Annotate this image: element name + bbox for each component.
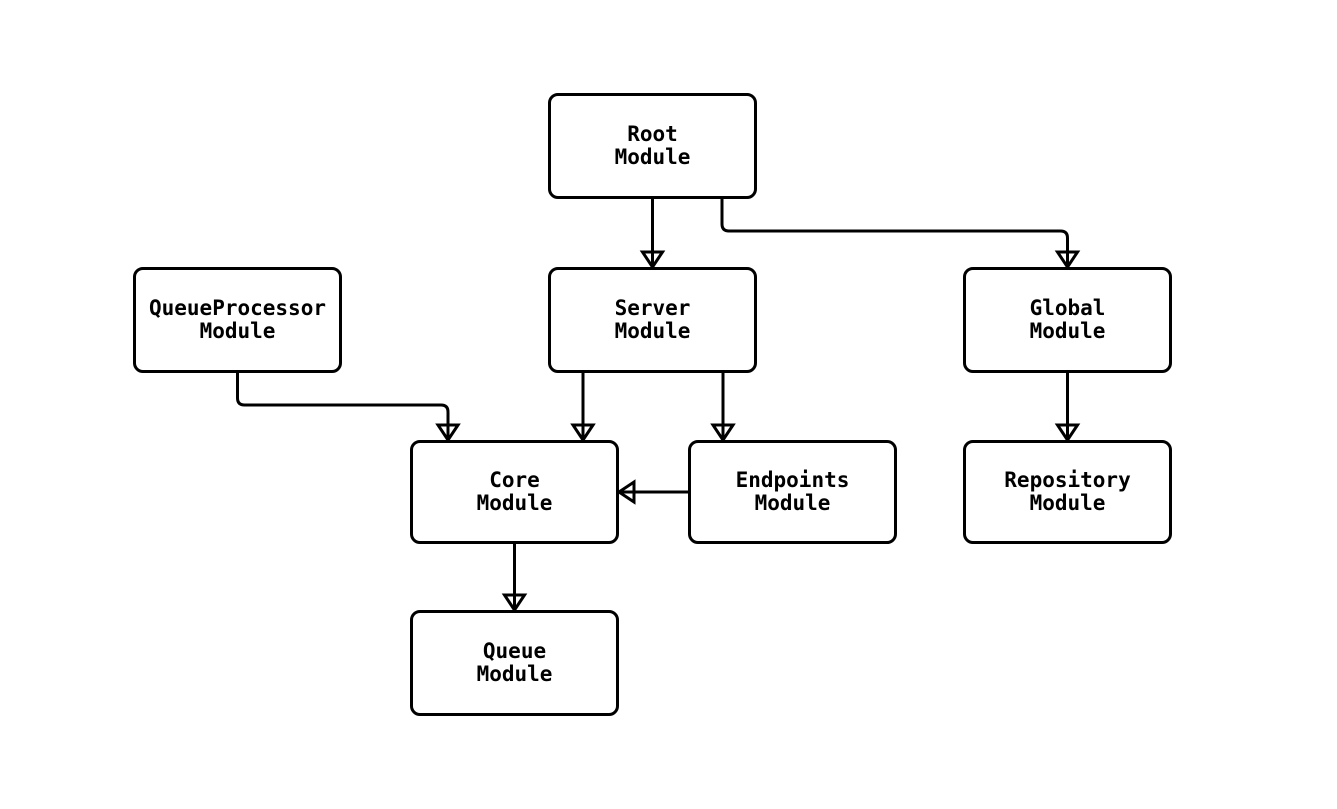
node-label-line2: Module — [614, 319, 691, 343]
node-label-line1: Root — [627, 122, 678, 146]
node-label-line2: Module — [199, 319, 276, 343]
node-label-line1: QueueProcessor — [148, 296, 326, 320]
node-server-module: Server Module — [548, 267, 757, 373]
node-label-line2: Module — [614, 145, 691, 169]
edge-root-to-global — [720, 199, 1081, 270]
node-label-line2: Module — [754, 491, 831, 515]
node-label-line2: Module — [1029, 319, 1106, 343]
node-root-module: Root Module — [548, 93, 757, 199]
node-label-line1: Global — [1029, 296, 1106, 320]
node-queueprocessor-module: QueueProcessor Module — [133, 267, 342, 373]
node-label-line1: Endpoints — [735, 468, 850, 492]
node-label-line2: Module — [476, 491, 553, 515]
node-label-line1: Repository — [1004, 468, 1131, 492]
node-core-module: Core Module — [410, 440, 619, 544]
node-label-line1: Queue — [482, 639, 547, 663]
node-label-line1: Server — [614, 296, 691, 320]
node-global-module: Global Module — [963, 267, 1172, 373]
node-label-line2: Module — [476, 662, 553, 686]
node-label-line2: Module — [1029, 491, 1106, 515]
edge-queueprocessor-to-core — [236, 373, 461, 443]
node-queue-module: Queue Module — [410, 610, 619, 716]
node-endpoints-module: Endpoints Module — [688, 440, 897, 544]
node-label-line1: Core — [489, 468, 540, 492]
node-repository-module: Repository Module — [963, 440, 1172, 544]
